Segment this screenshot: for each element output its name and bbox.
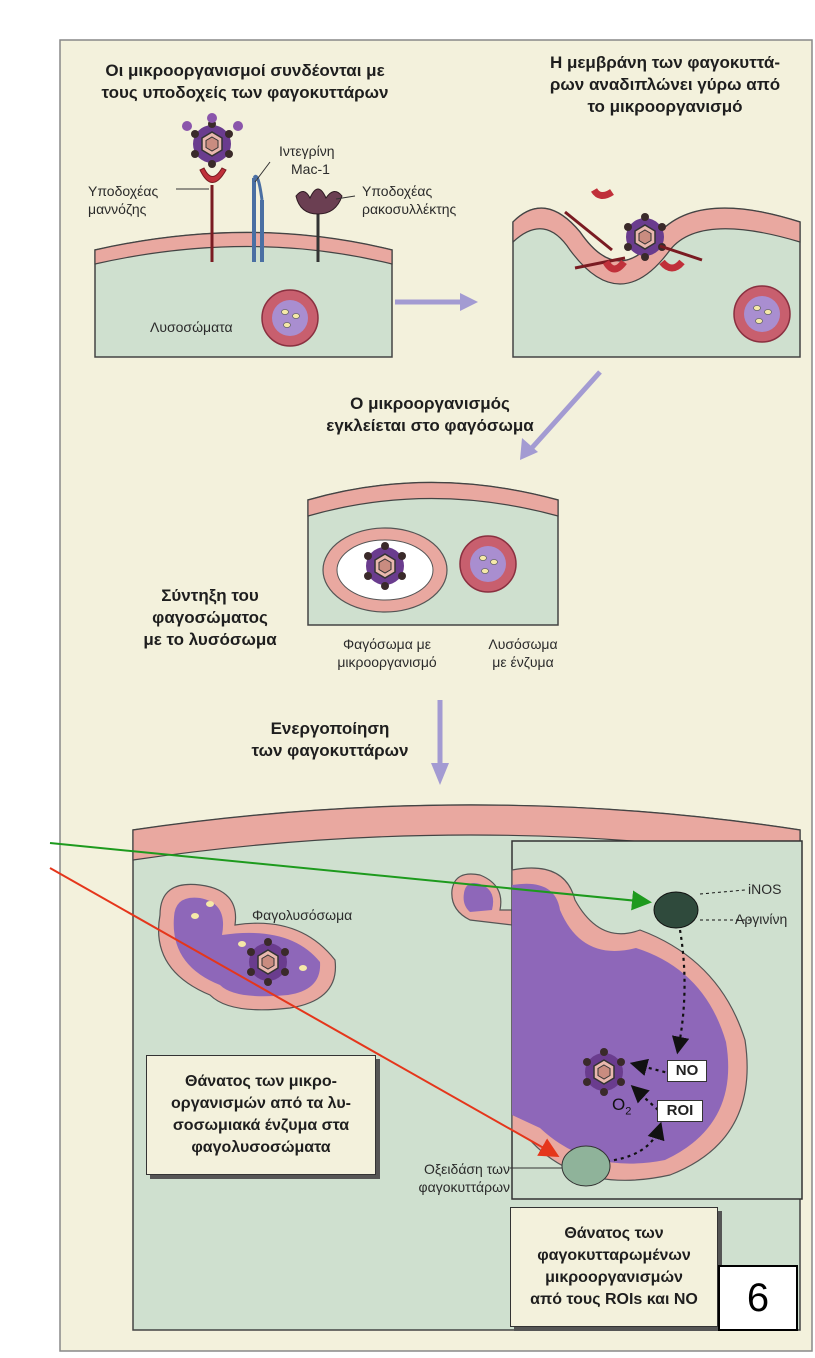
phagosome-label-line: Φαγόσωμα με <box>322 635 452 653</box>
oxidase-label: Οξειδάση των φαγοκυττάρων <box>392 1160 510 1196</box>
panel1-title-line: Οι μικροοργανισμοί συνδέονται με <box>95 60 395 82</box>
mannose-label-line: Υποδοχέας <box>88 182 158 200</box>
scavenger-label-line: ρακοσυλλέκτης <box>362 200 456 218</box>
roi-no-killing-line: από τους ROIs και NO <box>530 1289 698 1311</box>
o2-label-symbol: O <box>612 1095 625 1114</box>
oxidase-label-line: φαγοκυττάρων <box>392 1178 510 1196</box>
panel1-title-line: τους υποδοχείς των φαγοκυττάρων <box>95 82 395 104</box>
inos-enzyme <box>654 892 698 928</box>
lysosomal-killing-box: Θάνατος των μικρο- οργανισμών από τα λυ-… <box>146 1055 376 1175</box>
no-chip: NO <box>667 1060 707 1082</box>
integrin-label: Ιντεγρίνη Mac-1 <box>279 142 335 178</box>
lysosomal-killing-line: φαγολυσοσώματα <box>171 1137 351 1159</box>
panel2-title-line: ρων αναδιπλώνει γύρω από <box>520 74 810 96</box>
phagosome-label-line: μικροοργανισμό <box>322 653 452 671</box>
panel3-title-line: εγκλείεται στο φαγόσωμα <box>255 415 605 437</box>
lysosome-enzyme-label-line: με ένζυμα <box>468 653 578 671</box>
panel3-title: Ο μικροοργανισμός εγκλείεται στο φαγόσωμ… <box>255 393 605 437</box>
activation-label-line: των φαγοκυττάρων <box>220 740 440 762</box>
mannose-label-line: μαννόζης <box>88 200 158 218</box>
panel3-title-line: Ο μικροοργανισμός <box>255 393 605 415</box>
inos-label: iNOS <box>748 880 781 898</box>
lysosomal-killing-line: σοσωμιακά ένζυμα στα <box>171 1115 351 1137</box>
panel2-title: Η μεμβράνη των φαγοκυττά- ρων αναδιπλώνε… <box>520 52 810 118</box>
panel1-title: Οι μικροοργανισμοί συνδέονται με τους υπ… <box>95 60 395 104</box>
lysosome-icon <box>734 286 790 342</box>
scavenger-receptor-label: Υποδοχέας ρακοσυλλέκτης <box>362 182 456 218</box>
activation-label-line: Ενεργοποίηση <box>220 718 440 740</box>
fusion-label: Σύντηξη του φαγοσώματος με το λυσόσωμα <box>120 585 300 651</box>
fusion-label-line: φαγοσώματος <box>120 607 300 629</box>
panel2-title-line: Η μεμβράνη των φαγοκυττά- <box>520 52 810 74</box>
fusion-label-line: Σύντηξη του <box>120 585 300 607</box>
slide-number: 6 <box>718 1265 798 1331</box>
phagosome-label: Φαγόσωμα με μικροοργανισμό <box>322 635 452 671</box>
lysosome-enzyme-label-line: Λυσόσωμα <box>468 635 578 653</box>
lysosome-enzyme-label: Λυσόσωμα με ένζυμα <box>468 635 578 671</box>
roi-no-killing-box: Θάνατος των φαγοκυτταρωμένων μικροοργανι… <box>510 1207 718 1327</box>
roi-no-killing-line: φαγοκυτταρωμένων <box>530 1245 698 1267</box>
roi-no-killing-line: μικροοργανισμών <box>530 1267 698 1289</box>
lysosomal-killing-line: οργανισμών από τα λυ- <box>171 1093 351 1115</box>
integrin-label-line: Mac-1 <box>279 160 335 178</box>
scavenger-label-line: Υποδοχέας <box>362 182 456 200</box>
lysosome-icon <box>262 290 318 346</box>
roi-chip: ROI <box>657 1100 703 1122</box>
lysosomes-label: Λυσοσώματα <box>150 318 233 336</box>
panel-phagosome <box>308 483 558 626</box>
oxidase-label-line: Οξειδάση των <box>392 1160 510 1178</box>
roi-no-killing-line: Θάνατος των <box>530 1223 698 1245</box>
fusion-label-line: με το λυσόσωμα <box>120 629 300 651</box>
mannose-receptor-label: Υποδοχέας μαννόζης <box>88 182 158 218</box>
oxidase-enzyme <box>562 1146 610 1186</box>
lysosome-icon <box>460 536 516 592</box>
arginine-label: Αργινίνη <box>735 910 787 928</box>
panel2-title-line: το μικροοργανισμό <box>520 96 810 118</box>
lysosomal-killing-line: Θάνατος των μικρο- <box>171 1071 351 1093</box>
o2-label: O2 <box>612 1095 631 1117</box>
activation-label: Ενεργοποίηση των φαγοκυττάρων <box>220 718 440 762</box>
o2-label-subscript: 2 <box>625 1105 631 1117</box>
integrin-label-line: Ιντεγρίνη <box>279 142 335 160</box>
phagolysosome-label: Φαγολυσόσωμα <box>252 906 352 924</box>
